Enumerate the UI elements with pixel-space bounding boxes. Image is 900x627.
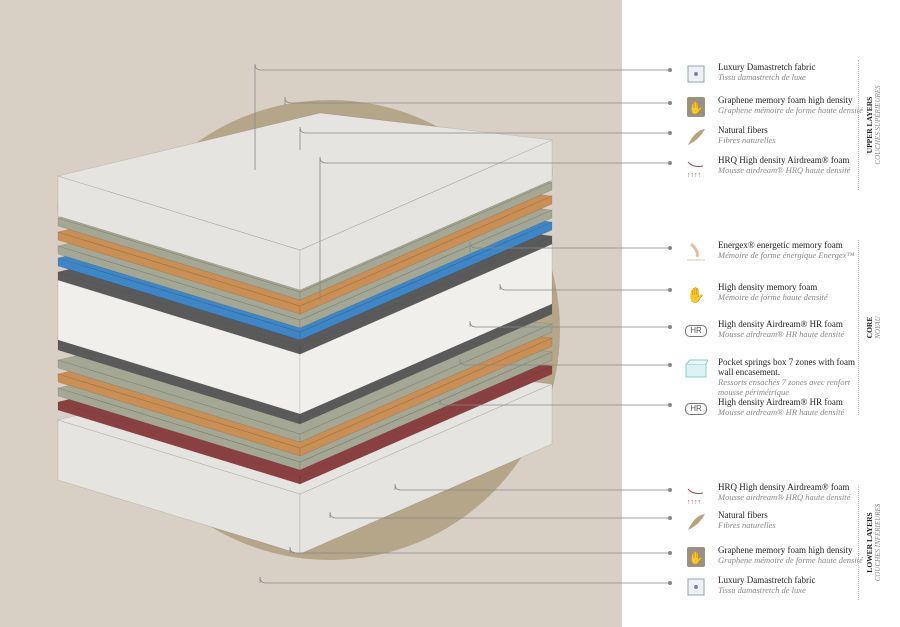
section-title: UPPER LAYERS — [865, 96, 874, 154]
svg-text:✋: ✋ — [689, 551, 704, 565]
leader-dot — [668, 516, 673, 521]
item-label-fr: Mousse airdream® HR haute densité — [718, 329, 845, 339]
leader-line — [469, 320, 668, 328]
item-label-fr: Mémoire de forme haute densité — [718, 292, 828, 302]
item-label-fr: Fibres naturelles — [718, 135, 776, 145]
item-label-fr: Mousse airdream® HRQ haute densité — [718, 165, 851, 175]
leader-dot — [668, 487, 673, 492]
item-label-fr: Graphene mémoire de forme haute densité — [718, 105, 863, 115]
leader-line — [469, 241, 668, 253]
leader-line — [459, 358, 668, 366]
item-label-fr: Tissu damastretch de luxe — [718, 72, 806, 82]
item-label: Graphene memory foam high density — [718, 95, 853, 105]
hand-graphene-icon: ✋ — [684, 545, 708, 569]
leader-line — [329, 511, 668, 519]
leader-line — [319, 156, 668, 300]
hr-badge: HR — [685, 403, 707, 415]
leader-line — [394, 483, 668, 491]
svg-text:↑↑↑↑: ↑↑↑↑ — [687, 171, 701, 178]
pocket-springs-icon — [684, 357, 708, 381]
section-title: LOWER LAYERS — [865, 512, 874, 573]
item-label-fr: Mousse airdream® HR haute densité — [718, 407, 845, 417]
item-label-fr: Tissu damastretch de luxe — [718, 585, 806, 595]
leader-line — [254, 63, 668, 170]
section-subtitle: NOYAU — [874, 316, 882, 339]
airdream-hrq-icon: ↑↑↑↑ — [684, 482, 708, 506]
leader-dot — [668, 130, 673, 135]
svg-text:↑↑↑↑: ↑↑↑↑ — [687, 498, 701, 505]
legend-item: Pocket springs box 7 zones with foam wal… — [684, 357, 869, 397]
leader-dot — [668, 324, 673, 329]
hr-badge: HR — [685, 325, 707, 337]
item-label-fr: Ressorts ensachés 7 zones avec renfort m… — [718, 377, 851, 397]
item-label: Luxury Damastretch fabric — [718, 62, 816, 72]
energex-icon — [684, 240, 708, 264]
hr-icon: HR — [684, 397, 708, 421]
item-label-fr: Mousse airdream® HRQ haute densité — [718, 492, 851, 502]
item-label: High density Airdream® HR foam — [718, 397, 843, 407]
svg-text:✋: ✋ — [687, 286, 706, 304]
leader-dot — [668, 160, 673, 165]
section-subtitle: COUCHES INFÉRIEURES — [874, 503, 882, 582]
leader-dot — [668, 402, 673, 407]
leader-dot — [668, 68, 673, 73]
leaf-icon — [684, 510, 708, 534]
item-label: HRQ High density Airdream® foam — [718, 482, 850, 492]
leader-line — [259, 576, 668, 584]
item-label: Luxury Damastretch fabric — [718, 575, 816, 585]
top-mattress-layer — [56, 112, 554, 291]
item-label: Natural fibers — [718, 510, 768, 520]
airdream-hrq-icon: ↑↑↑↑ — [684, 155, 708, 179]
item-label: Graphene memory foam high density — [718, 545, 853, 555]
leader-line — [284, 96, 668, 105]
leader-dot — [668, 551, 673, 556]
item-label: Energex® energetic memory foam — [718, 240, 843, 250]
item-label: Natural fibers — [718, 125, 768, 135]
item-label: High density Airdream® HR foam — [718, 319, 843, 329]
leader-line — [289, 546, 668, 554]
item-label-fr: Fibres naturelles — [718, 520, 776, 530]
item-label: High density memory foam — [718, 282, 818, 292]
leader-line — [499, 283, 668, 291]
svg-text:✋: ✋ — [689, 101, 704, 115]
fabric-icon — [684, 62, 708, 86]
hand-memory-icon: ✋ — [684, 282, 708, 306]
leader-dot — [668, 581, 673, 586]
fabric-icon — [684, 575, 708, 599]
leader-dot — [668, 101, 673, 106]
section-title: CORE — [865, 316, 874, 339]
hand-graphene-icon: ✋ — [684, 95, 708, 119]
item-label-fr: Mémoire de forme énergique Energex™ — [718, 250, 855, 260]
item-label: HRQ High density Airdream® foam — [718, 155, 850, 165]
leader-line — [299, 126, 668, 150]
leader-line — [439, 398, 668, 406]
item-label-fr: Graphene mémoire de forme haute densité — [718, 555, 863, 565]
leader-dot — [668, 245, 673, 250]
hr-icon: HR — [684, 319, 708, 343]
section-subtitle: COUCHES SUPÉRIEURES — [874, 85, 882, 165]
leaf-icon — [684, 125, 708, 149]
leader-dot — [668, 287, 673, 292]
leader-dot — [668, 362, 673, 367]
item-label: Pocket springs box 7 zones with foam wal… — [718, 357, 855, 377]
